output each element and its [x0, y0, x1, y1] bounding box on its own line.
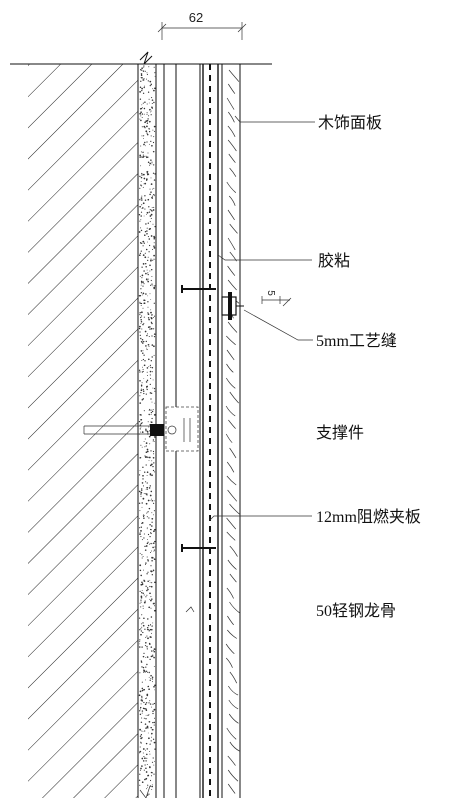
break-mark-top — [139, 51, 153, 65]
leader-lines — [185, 115, 315, 613]
label-wood-panel: 木饰面板 — [318, 114, 382, 132]
support-bracket — [83, 406, 199, 452]
joint-detail: 5 — [221, 290, 292, 320]
label-board: 12mm阻燃夹板 — [316, 508, 421, 526]
break-mark-bottom — [139, 785, 151, 798]
plaster-layer — [138, 65, 156, 797]
dimension-top: 62 — [157, 10, 247, 40]
wood-grain — [225, 69, 241, 794]
label-glue: 胶粘 — [318, 252, 350, 270]
label-support: 支撑件 — [316, 424, 364, 442]
screw-lower — [181, 544, 216, 552]
dimension-top-value: 62 — [189, 10, 203, 25]
label-keel: 50轻钢龙骨 — [316, 602, 396, 620]
screw-upper — [181, 285, 216, 293]
joint-dimension-value: 5 — [265, 290, 276, 296]
concrete-wall — [28, 64, 138, 798]
label-joint: 5mm工艺缝 — [316, 332, 397, 350]
